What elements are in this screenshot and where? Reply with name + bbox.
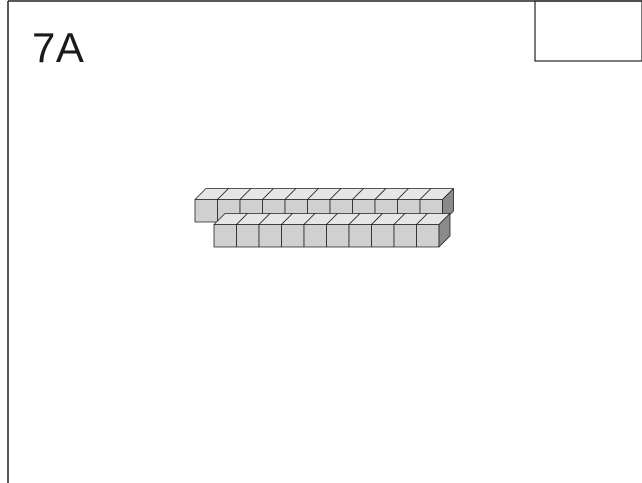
cube-front-face: [195, 200, 218, 223]
front-row: [214, 214, 450, 248]
cube-front-face: [417, 225, 440, 248]
cube-front-face: [214, 225, 237, 248]
cube-front-face: [349, 225, 372, 248]
cube-front-face: [394, 225, 417, 248]
cube-front-face: [259, 225, 282, 248]
cube-front-face: [327, 225, 350, 248]
cube-front-face: [237, 225, 260, 248]
cube-front-face: [372, 225, 395, 248]
cube-front-face: [282, 225, 305, 248]
cube-front-face: [304, 225, 327, 248]
